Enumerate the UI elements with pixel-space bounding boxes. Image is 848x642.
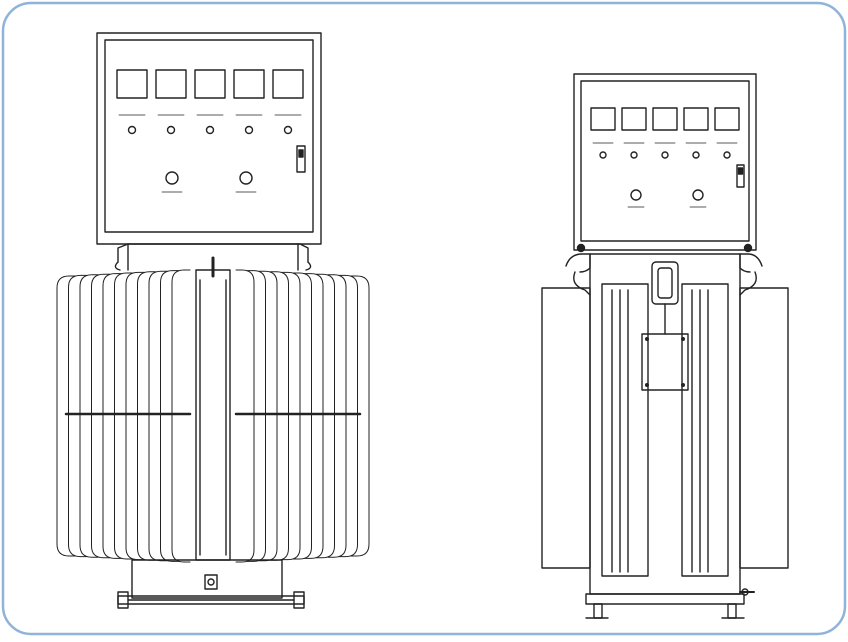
front-radiator-fin-left [56,275,76,557]
side-indicator-lamp [599,151,607,159]
front-meter [155,69,187,99]
front-radiator-fin-left [148,270,168,562]
front-radiator-fin-right [235,269,255,563]
front-meter [233,69,265,99]
front-radiator-fin-right [270,271,289,561]
side-meter [590,107,616,131]
front-meter [116,69,148,99]
front-indicator-lamp [205,125,215,135]
front-meter [194,69,226,99]
front-indicator-lamp [127,125,137,135]
side-base [585,593,745,619]
side-control-cabinet [573,73,757,253]
front-meter [272,69,304,99]
front-radiator-fin-right [258,270,278,562]
front-radiator-fin-right [350,275,370,557]
front-radiator-fin-right [247,270,266,562]
front-indicator-lamp [166,125,176,135]
side-control-knob [692,189,704,201]
side-indicator-lamp [723,151,731,159]
side-door-lock [736,164,745,188]
front-radiator-fin-left [102,273,122,559]
front-radiator-fin-left [137,271,156,561]
side-meter [683,107,709,131]
front-indicator-row [127,125,293,135]
front-radiator-fin-left [79,274,99,558]
front-control-cabinet [96,32,322,245]
front-door-lock [296,145,306,173]
side-indicator-lamp [692,151,700,159]
front-indicator-lamp [244,125,254,135]
front-radiator [56,269,370,563]
front-view [56,32,370,609]
side-meter [621,107,647,131]
front-radiator-fin-left [160,270,179,562]
front-radiator-fin-right [304,273,324,559]
side-meter-row [590,107,740,144]
side-meter [652,107,678,131]
front-radiator-fin-left [68,274,87,558]
front-meter-row [116,69,304,116]
front-lifting-lugs [114,243,312,271]
front-radiator-fin-left [91,273,110,559]
front-control-knob [165,171,179,185]
front-radiator-fin-right [339,274,358,558]
side-view [541,73,789,619]
side-indicator-lamp [661,151,669,159]
side-lifting-lugs [565,253,763,296]
side-indicator-row [599,151,731,159]
front-tank-core [195,256,231,590]
front-radiator-fin-right [281,271,301,561]
side-control-knob [630,189,642,201]
front-radiator-fin-right [293,272,312,560]
side-knob-row [627,189,707,208]
front-knob-row [161,171,257,193]
front-radiator-fin-right [327,274,347,558]
side-indicator-lamp [630,151,638,159]
front-radiator-fin-left [114,272,133,560]
front-base [117,559,305,609]
front-indicator-lamp [283,125,293,135]
front-radiator-fin-left [171,269,191,563]
side-meter [714,107,740,131]
side-tank-body [541,253,789,596]
front-radiator-fin-left [125,271,145,561]
front-control-knob [239,171,253,185]
front-radiator-fin-right [316,273,335,559]
